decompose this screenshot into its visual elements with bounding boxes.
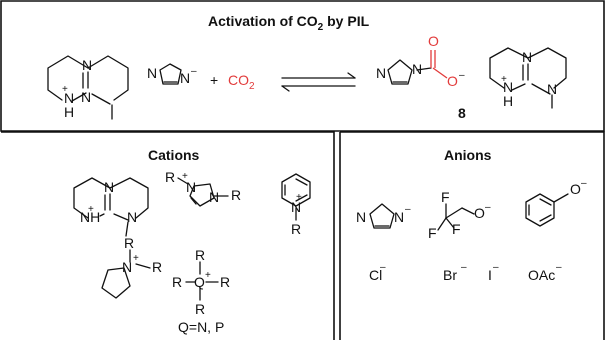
svg-text:+: +: [88, 204, 94, 215]
svg-text:–: –: [485, 202, 491, 213]
svg-text:N: N: [356, 209, 366, 225]
anion-trifluoroethoxide: F F F O –: [428, 189, 491, 241]
svg-text:N: N: [291, 199, 301, 215]
onium-note: Q=N, P: [178, 319, 224, 335]
svg-text:O: O: [428, 33, 439, 49]
anion-phenoxide: O –: [525, 178, 587, 227]
svg-text:–: –: [581, 178, 587, 189]
svg-text:N: N: [376, 65, 386, 81]
svg-text:N: N: [81, 89, 91, 105]
cation-bicyclic-guanidinium: N N NH +: [73, 177, 149, 237]
svg-text:R: R: [195, 301, 205, 317]
anion-chloride: Cl: [369, 267, 382, 283]
svg-text:+: +: [182, 171, 188, 182]
anion-iodide: I: [488, 267, 492, 283]
svg-text:N: N: [147, 65, 157, 81]
svg-text:N: N: [180, 70, 190, 86]
svg-text:R: R: [220, 274, 230, 290]
cations-title: Cations: [148, 147, 200, 163]
svg-text:N: N: [104, 179, 114, 195]
svg-text:R: R: [172, 274, 182, 290]
anion-imidazolide: N N –: [356, 203, 411, 229]
svg-text:F: F: [428, 225, 437, 241]
svg-text:N: N: [394, 209, 404, 225]
svg-text:–: –: [461, 262, 467, 273]
imidazole-carboxylate-product: N N O O –: [376, 33, 465, 89]
cation-tetraalkyl-onium: R R Q + R R: [172, 247, 230, 317]
svg-text:–: –: [493, 262, 499, 273]
anion-acetate: OAc: [528, 267, 555, 283]
svg-text:F: F: [452, 221, 461, 237]
svg-text:NH: NH: [80, 209, 100, 225]
svg-text:O: O: [570, 181, 581, 197]
co2-label: CO2: [228, 72, 255, 92]
cation-pyridinium: N + R: [281, 173, 311, 237]
svg-text:N: N: [64, 90, 74, 106]
bicyclic-guanidinium-cation-right: N N N H +: [489, 47, 567, 109]
cations-panel-frame: [1, 131, 335, 340]
svg-text:Q: Q: [194, 274, 205, 290]
svg-text:H: H: [503, 93, 513, 109]
top-title: Activation of CO2 by PIL: [208, 13, 370, 33]
svg-text:–: –: [459, 70, 465, 81]
anions-title: Anions: [444, 147, 492, 163]
svg-text:+: +: [133, 253, 139, 264]
svg-text:R: R: [231, 187, 241, 203]
svg-text:N: N: [82, 57, 92, 73]
product-number: 8: [458, 105, 466, 121]
svg-text:–: –: [556, 262, 562, 273]
cation-pyrrolidinium: N + R R: [101, 235, 162, 299]
anions-panel-frame: [339, 131, 605, 340]
svg-text:R: R: [195, 247, 205, 263]
svg-text:N: N: [209, 189, 219, 205]
equilibrium-arrows: [281, 72, 356, 92]
svg-text:+: +: [296, 192, 302, 203]
svg-text:+: +: [205, 270, 211, 281]
svg-text:R: R: [152, 259, 162, 275]
svg-text:–: –: [405, 204, 411, 215]
bicyclic-guanidinium-cation-left: N N N H +: [47, 55, 129, 120]
imidazolide-anion-top: N N –: [147, 63, 197, 86]
svg-text:N: N: [503, 79, 513, 95]
svg-text:F: F: [441, 189, 450, 205]
svg-text:O: O: [474, 205, 485, 221]
anion-bromide: Br: [443, 267, 457, 283]
simple-anions-row: Cl – Br – I – OAc –: [369, 262, 562, 283]
svg-text:N: N: [547, 81, 557, 97]
cation-imidazolium: R N + N R: [165, 169, 241, 207]
svg-text:R: R: [291, 221, 301, 237]
svg-text:H: H: [64, 104, 74, 120]
svg-text:N: N: [186, 179, 196, 195]
svg-text:R: R: [165, 169, 175, 185]
svg-text:+: +: [501, 74, 507, 85]
svg-text:N: N: [412, 61, 422, 77]
svg-text:R: R: [124, 235, 134, 251]
svg-text:O: O: [447, 73, 458, 89]
svg-text:N: N: [127, 209, 137, 225]
svg-text:N: N: [522, 49, 532, 65]
svg-text:–: –: [380, 262, 386, 273]
plus-sign: +: [210, 72, 218, 88]
svg-text:N: N: [122, 259, 132, 275]
top-panel-frame: [0, 0, 605, 132]
svg-text:–: –: [191, 66, 197, 77]
svg-text:+: +: [62, 84, 68, 95]
